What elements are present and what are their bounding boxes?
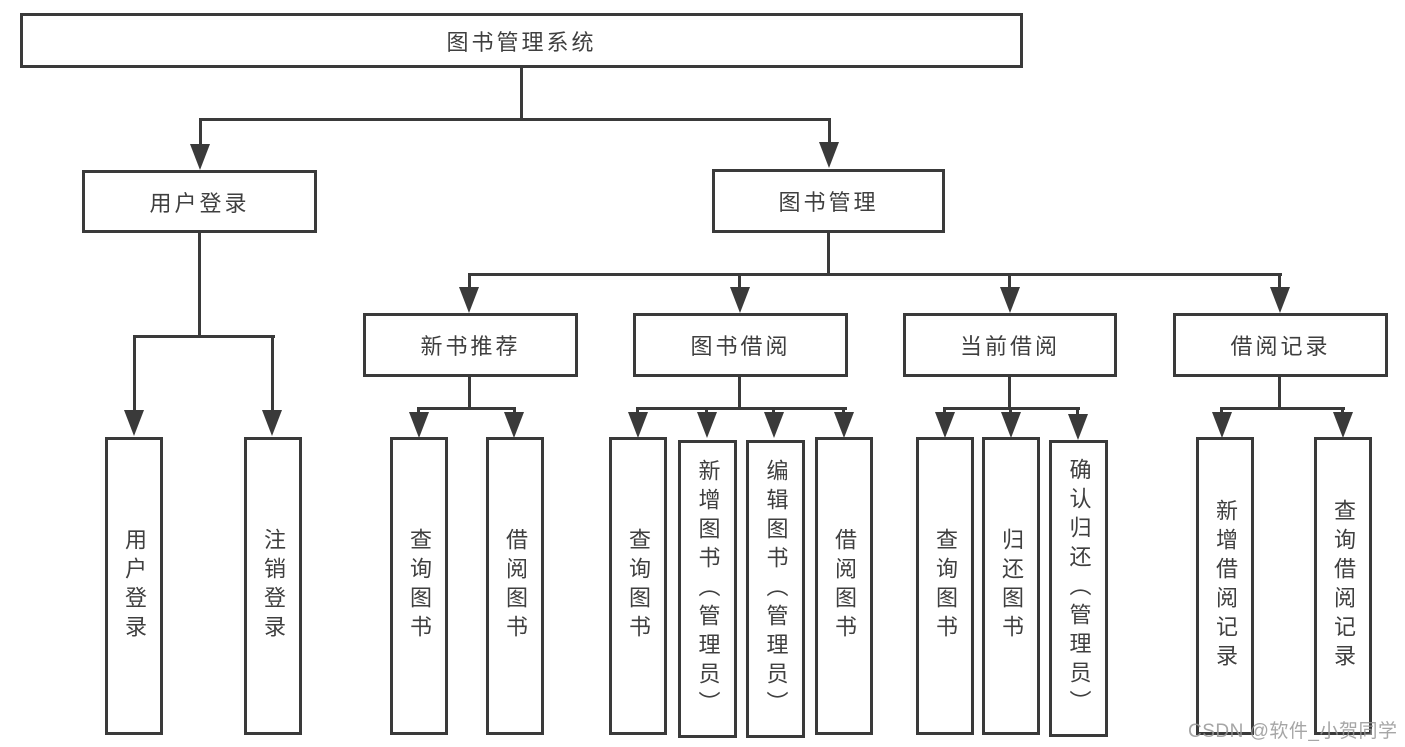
node-label: 图书管理系统: [446, 29, 597, 55]
connector-segment: [636, 407, 847, 410]
csdn-watermark: CSDN @软件_小贺同学: [1188, 721, 1398, 742]
connector-segment: [1220, 407, 1223, 415]
leaf-recommend-borrow-books: 借阅图书: [486, 437, 544, 735]
leaf-record-add-borrow-record: 新增借阅记录: [1196, 437, 1254, 735]
node-label: 用户登录: [149, 190, 250, 216]
arrow-down-icon: [730, 287, 750, 313]
connector-segment: [827, 233, 830, 276]
connector-segment: [417, 407, 420, 415]
node-current-borrow: 当前借阅: [903, 313, 1117, 377]
connector-segment: [133, 335, 136, 412]
leaf-label: 确认归还（管理员）: [1066, 458, 1092, 719]
leaf-label: 归还图书: [999, 528, 1024, 644]
connector-segment: [468, 273, 1282, 276]
connector-segment: [468, 273, 471, 290]
connector-segment: [1278, 273, 1281, 290]
connector-segment: [1076, 407, 1079, 417]
connector-segment: [1008, 273, 1011, 290]
node-user-login: 用户登录: [82, 170, 317, 233]
node-label: 借阅记录: [1230, 334, 1331, 359]
connector-segment: [513, 407, 516, 415]
connector-segment: [705, 407, 708, 415]
connector-segment: [133, 335, 275, 338]
leaf-label: 编辑图书（管理员）: [763, 458, 789, 720]
leaf-label: 查询图书: [933, 528, 958, 644]
node-label: 当前借阅: [959, 334, 1060, 359]
node-borrow-record: 借阅记录: [1173, 313, 1388, 377]
connector-segment: [1278, 377, 1281, 409]
leaf-borrow-borrow-books: 借阅图书: [815, 437, 873, 735]
connector-segment: [1220, 407, 1345, 410]
arrow-down-icon: [764, 412, 784, 438]
arrow-down-icon: [628, 412, 648, 438]
arrow-down-icon: [697, 412, 717, 438]
arrow-down-icon: [1333, 412, 1353, 438]
connector-segment: [271, 335, 274, 412]
connector-segment: [842, 407, 845, 415]
leaf-label: 查询图书: [626, 528, 651, 644]
leaf-current-confirm-return-admin: 确认归还（管理员）: [1049, 440, 1108, 737]
connector-segment: [1009, 407, 1012, 415]
node-label: 新书推荐: [420, 334, 521, 359]
leaf-label: 新增借阅记录: [1213, 499, 1238, 673]
node-label: 图书管理: [778, 190, 879, 215]
connector-segment: [738, 377, 741, 409]
connector-segment: [636, 407, 639, 415]
node-book-borrow: 图书借阅: [633, 313, 848, 377]
node-book-management: 图书管理: [712, 169, 945, 233]
arrow-down-icon: [409, 412, 429, 438]
arrow-down-icon: [1068, 414, 1088, 440]
arrow-down-icon: [1212, 412, 1232, 438]
connector-segment: [1341, 407, 1344, 415]
connector-segment: [738, 273, 741, 290]
arrow-down-icon: [190, 144, 210, 170]
leaf-borrow-add-books-admin: 新增图书（管理员）: [678, 440, 737, 738]
leaf-borrow-query-books: 查询图书: [609, 437, 667, 735]
leaf-record-query-borrow-record: 查询借阅记录: [1314, 437, 1372, 735]
node-root-library-system: 图书管理系统: [20, 13, 1023, 68]
arrow-down-icon: [459, 287, 479, 313]
arrow-down-icon: [1000, 287, 1020, 313]
connector-segment: [199, 118, 831, 121]
leaf-label: 注销登录: [261, 528, 286, 644]
leaf-logout: 注销登录: [244, 437, 302, 735]
connector-segment: [199, 118, 202, 146]
leaf-label: 借阅图书: [503, 528, 528, 644]
connector-segment: [198, 233, 201, 337]
connector-segment: [1008, 377, 1011, 409]
arrow-down-icon: [262, 410, 282, 436]
arrow-down-icon: [935, 412, 955, 438]
leaf-label: 用户登录: [122, 528, 147, 644]
leaf-recommend-query-books: 查询图书: [390, 437, 448, 735]
leaf-label: 新增图书（管理员）: [695, 458, 721, 720]
arrow-down-icon: [1001, 412, 1021, 438]
leaf-label: 查询图书: [407, 528, 432, 644]
connector-segment: [468, 377, 471, 409]
leaf-borrow-edit-books-admin: 编辑图书（管理员）: [746, 440, 805, 738]
node-label: 图书借阅: [690, 334, 791, 359]
arrow-down-icon: [834, 412, 854, 438]
leaf-label: 查询借阅记录: [1331, 499, 1356, 673]
connector-segment: [828, 118, 831, 144]
arrow-down-icon: [819, 142, 839, 168]
arrow-down-icon: [124, 410, 144, 436]
leaf-current-query-books: 查询图书: [916, 437, 974, 735]
leaf-user-login: 用户登录: [105, 437, 163, 735]
connector-segment: [772, 407, 775, 415]
arrow-down-icon: [1270, 287, 1290, 313]
arrow-down-icon: [504, 412, 524, 438]
leaf-label: 借阅图书: [832, 528, 857, 644]
connector-segment: [417, 407, 516, 410]
connector-segment: [520, 68, 523, 118]
connector-segment: [943, 407, 946, 415]
node-new-book-recommend: 新书推荐: [363, 313, 578, 377]
leaf-current-return-books: 归还图书: [982, 437, 1040, 735]
